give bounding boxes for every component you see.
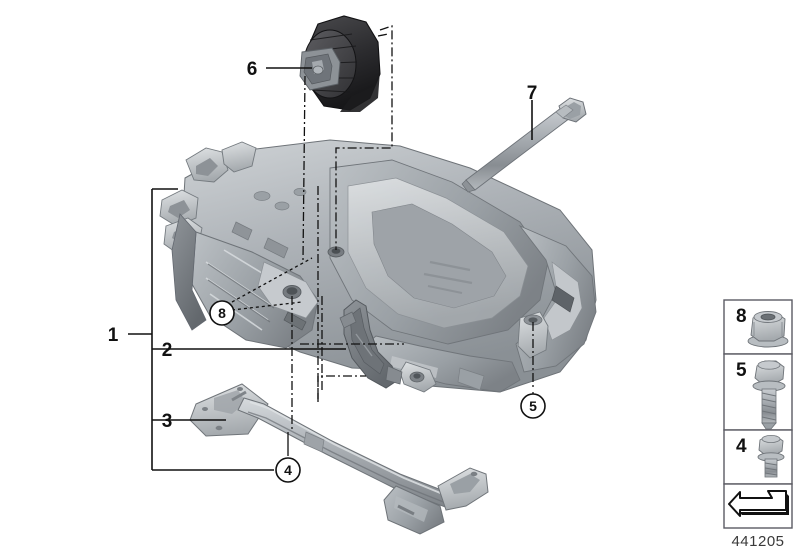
direction-arrow-icon bbox=[728, 490, 789, 517]
callout-label-1: 1 bbox=[108, 325, 119, 346]
locating-hole bbox=[274, 201, 290, 211]
bubble-label-4: 4 bbox=[284, 462, 292, 478]
assembly-center-lines bbox=[291, 25, 534, 430]
callout-label-2: 2 bbox=[162, 340, 173, 361]
bubble-label-8: 8 bbox=[218, 305, 226, 321]
part-gearbox-support-crossmember bbox=[159, 139, 597, 393]
legend-number-4: 4 bbox=[736, 436, 747, 457]
flange-nut-icon bbox=[747, 311, 789, 348]
flange-bolt-short-icon bbox=[757, 434, 785, 478]
flange-bolt-long-icon bbox=[752, 360, 786, 430]
callout-label-6: 6 bbox=[247, 59, 258, 80]
bubble-5: 5 bbox=[520, 393, 546, 419]
bubble-8: 8 bbox=[209, 300, 235, 326]
part-number-label: 441205 bbox=[731, 533, 784, 550]
bubble-4: 4 bbox=[275, 457, 301, 483]
callout-bracket-lines bbox=[128, 188, 346, 471]
legend-number-8: 8 bbox=[736, 306, 747, 327]
locating-hole bbox=[253, 191, 271, 201]
bubble-label-5: 5 bbox=[529, 398, 537, 414]
callout-label-3: 3 bbox=[162, 411, 173, 432]
locating-hole bbox=[293, 188, 307, 196]
callout-label-7: 7 bbox=[527, 83, 538, 104]
part-long-through-bolt bbox=[461, 97, 587, 193]
cast-marking bbox=[423, 260, 473, 294]
part-gearbox-mount-rubber bbox=[299, 15, 381, 112]
part-cross-brace-strut bbox=[189, 383, 489, 535]
legend-number-5: 5 bbox=[736, 360, 747, 381]
legend-panel: 8 5 bbox=[723, 299, 793, 550]
